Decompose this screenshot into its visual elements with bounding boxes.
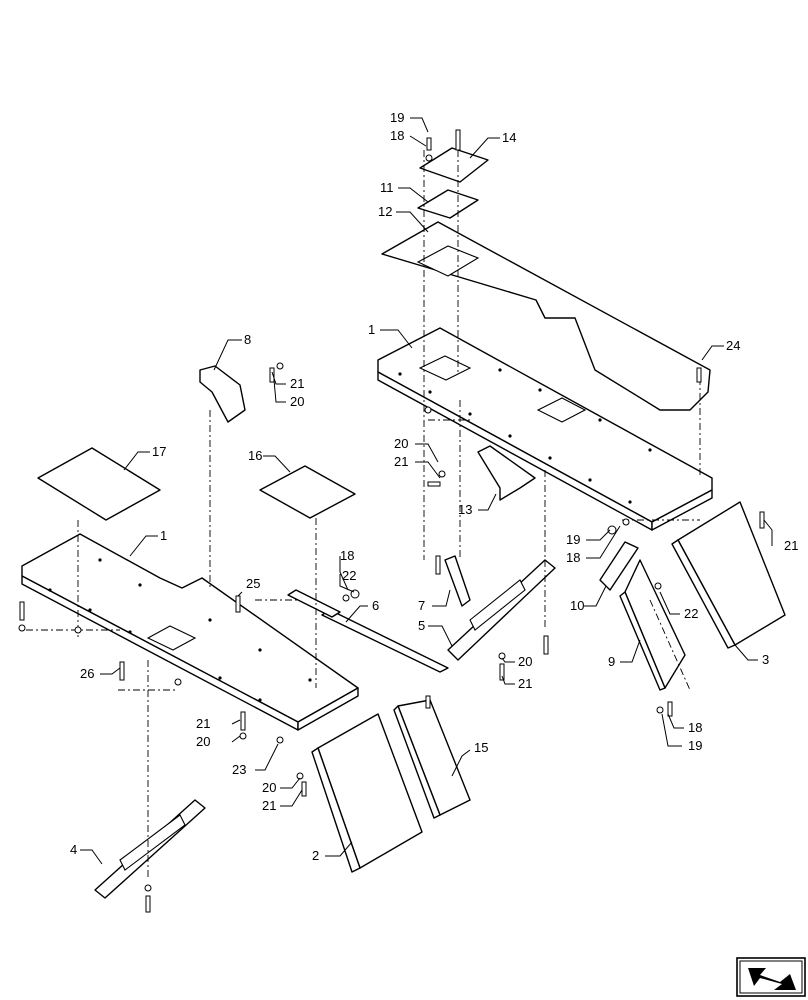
callout-10: 10 xyxy=(570,598,584,613)
callout-25: 25 xyxy=(246,576,260,591)
callout-22: 22 xyxy=(342,568,356,583)
callout-5: 5 xyxy=(418,618,425,633)
fasteners xyxy=(18,129,765,913)
callout-2: 2 xyxy=(312,848,319,863)
callout-17: 17 xyxy=(152,444,166,459)
callout-15: 15 xyxy=(474,740,488,755)
callout-6: 6 xyxy=(372,598,379,613)
callout-20: 20 xyxy=(394,436,408,451)
part-1-lower-frame[interactable] xyxy=(21,533,359,731)
callout-18: 18 xyxy=(340,548,354,563)
leader-lines xyxy=(80,117,773,865)
callout-20: 20 xyxy=(196,734,210,749)
callout-23: 23 xyxy=(232,762,246,777)
part-11-plate[interactable] xyxy=(417,189,479,219)
callout-13: 13 xyxy=(458,502,472,517)
part-15-panel[interactable] xyxy=(393,699,471,819)
callout-20: 20 xyxy=(518,654,532,669)
callout-22: 22 xyxy=(684,606,698,621)
part-10-plate[interactable] xyxy=(599,541,639,591)
callout-21: 21 xyxy=(518,676,532,691)
callout-12: 12 xyxy=(378,204,392,219)
callout-3: 3 xyxy=(762,652,769,667)
callout-26: 26 xyxy=(80,666,94,681)
callout-18: 18 xyxy=(566,550,580,565)
callout-18: 18 xyxy=(688,720,702,735)
callout-19: 19 xyxy=(566,532,580,547)
callout-21: 21 xyxy=(196,716,210,731)
callout-19: 19 xyxy=(688,738,702,753)
part-3-panel[interactable] xyxy=(671,501,786,649)
callout-11: 11 xyxy=(380,180,394,195)
part-1-upper-frame[interactable] xyxy=(377,327,713,531)
callout-9: 9 xyxy=(608,654,615,669)
part-13-bracket[interactable] xyxy=(477,445,536,501)
callout-8: 8 xyxy=(244,332,251,347)
callout-21: 21 xyxy=(290,376,304,391)
part-12-mat[interactable] xyxy=(381,221,711,411)
part-4-side-frame[interactable] xyxy=(94,799,206,899)
part-5-side-frame[interactable] xyxy=(447,559,556,661)
callout-7: 7 xyxy=(418,598,425,613)
callout-labels: 19 18 14 11 12 1 24 20 21 13 19 18 21 10… xyxy=(70,110,798,863)
part-6-strip[interactable] xyxy=(287,589,449,673)
part-2-panel[interactable] xyxy=(311,713,423,873)
callout-20: 20 xyxy=(290,394,304,409)
callout-19: 19 xyxy=(390,110,404,125)
callout-4: 4 xyxy=(70,842,77,857)
callout-18: 18 xyxy=(390,128,404,143)
callout-21: 21 xyxy=(394,454,408,469)
part-8-bracket[interactable] xyxy=(199,365,246,423)
callout-16: 16 xyxy=(248,448,262,463)
part-7-strap[interactable] xyxy=(444,555,471,607)
callout-21: 21 xyxy=(784,538,798,553)
callout-1: 1 xyxy=(160,528,167,543)
callout-20: 20 xyxy=(262,780,276,795)
callout-21: 21 xyxy=(262,798,276,813)
part-17-sheet[interactable] xyxy=(37,447,161,521)
part-14-plate[interactable] xyxy=(419,147,489,183)
callout-1: 1 xyxy=(368,322,375,337)
callout-14: 14 xyxy=(502,130,516,145)
part-9-panel[interactable] xyxy=(619,559,686,691)
part-16-sheet[interactable] xyxy=(259,465,356,519)
navigation-arrow-icon[interactable] xyxy=(736,957,806,997)
callout-24: 24 xyxy=(726,338,740,353)
